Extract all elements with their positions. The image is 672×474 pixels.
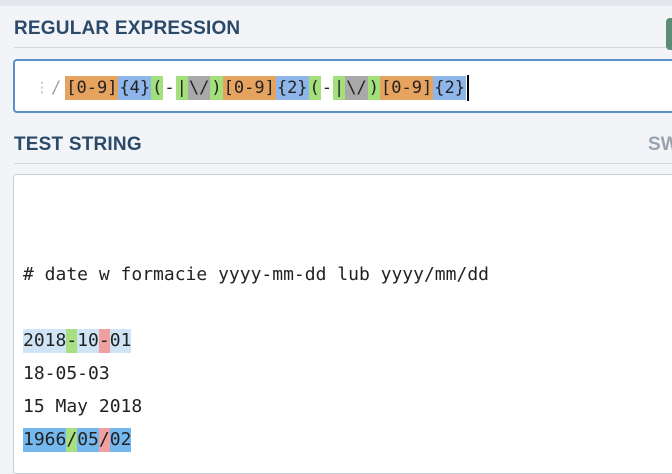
- test-line: # date w formacie yyyy-mm-dd lub yyyy/mm…: [23, 258, 489, 291]
- match-segment: 05: [77, 428, 99, 452]
- test-title-divider: [14, 163, 672, 164]
- switch-label[interactable]: SW: [648, 134, 672, 155]
- match-segment: 01: [109, 329, 132, 353]
- text-segment: 15 May 2018: [23, 396, 143, 417]
- regex-token: [0-9]: [222, 76, 276, 100]
- test-string-text[interactable]: # date w formacie yyyy-mm-dd lub yyyy/mm…: [23, 225, 489, 456]
- test-line: 15 May 2018: [23, 390, 489, 423]
- regex-token: |: [175, 76, 188, 100]
- test-line: 1966/05/02: [23, 423, 489, 456]
- regex-section-title: REGULAR EXPRESSION: [14, 18, 241, 39]
- match-segment: 02: [109, 428, 132, 452]
- regex-token: [0-9]: [65, 76, 119, 100]
- regex-token: -: [164, 78, 175, 98]
- regex-token: -: [321, 78, 333, 98]
- test-line: [23, 291, 489, 324]
- flags-badge[interactable]: [666, 18, 672, 50]
- regex-token: (: [308, 76, 321, 100]
- test-line: 2018-10-01: [23, 324, 489, 357]
- drag-handle-icon[interactable]: ⋮: [35, 80, 49, 96]
- test-line: 18-05-03: [23, 357, 489, 390]
- regex-token: {2}: [433, 76, 466, 100]
- regex-token: [0-9]: [380, 76, 434, 100]
- test-string-title: TEST STRING: [14, 134, 142, 155]
- regex-editor[interactable]: ⋮ / [0-9]{4}(-|\/)[0-9]{2}(-|\/)[0-9]{2}: [35, 75, 469, 101]
- text-segment: 18-05-03: [23, 363, 110, 384]
- regex-token: |: [333, 76, 346, 100]
- regex-token: ): [210, 76, 223, 100]
- regex-token: {4}: [118, 76, 152, 100]
- regex-title-divider: [14, 47, 672, 48]
- text-segment: # date w formacie yyyy-mm-dd lub yyyy/mm…: [23, 264, 489, 285]
- test-line: [23, 225, 489, 258]
- regex-delimiter: /: [51, 78, 62, 98]
- match-segment: 2018: [23, 329, 67, 353]
- match-segment: /: [98, 428, 110, 452]
- test-string-input[interactable]: # date w formacie yyyy-mm-dd lub yyyy/mm…: [13, 174, 672, 474]
- match-segment: 10: [77, 329, 99, 353]
- top-strip: [0, 0, 672, 6]
- match-segment: /: [66, 428, 78, 452]
- match-segment: 1966: [23, 428, 67, 452]
- regex-input[interactable]: ⋮ / [0-9]{4}(-|\/)[0-9]{2}(-|\/)[0-9]{2}: [13, 59, 672, 113]
- match-segment: -: [66, 329, 78, 353]
- regex-token: \/: [187, 76, 211, 100]
- match-segment: -: [98, 329, 110, 353]
- regex-token: ): [367, 76, 381, 100]
- regex-token: {2}: [275, 76, 309, 100]
- regex-token: (: [151, 76, 164, 100]
- regex-token: \/: [345, 76, 368, 100]
- text-caret: [466, 75, 469, 101]
